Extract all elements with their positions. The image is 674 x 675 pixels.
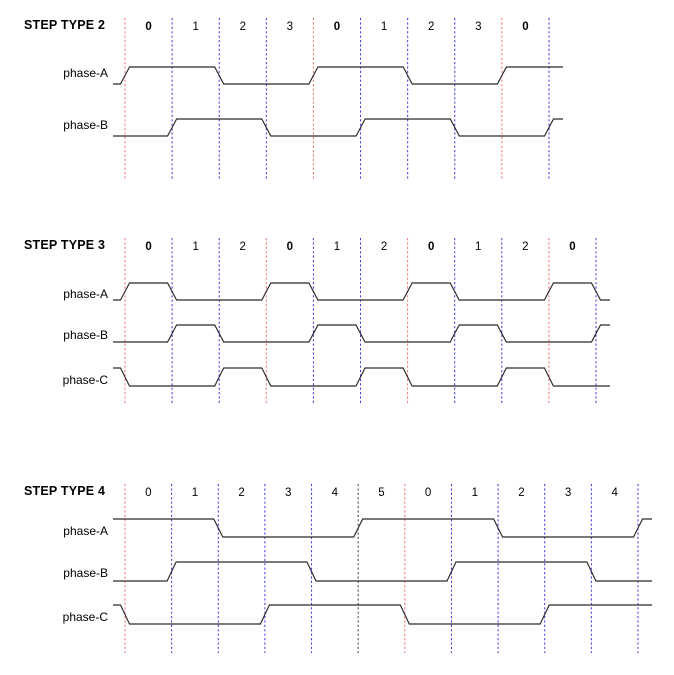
waveform-phase-C bbox=[113, 604, 652, 625]
step-number: 1 bbox=[192, 487, 198, 499]
diagram-title: STEP TYPE 4 bbox=[24, 484, 106, 498]
waveform-phase-A bbox=[113, 518, 652, 538]
phase-label-phase-B: phase-B bbox=[63, 118, 108, 132]
step-number: 2 bbox=[381, 241, 387, 253]
waveform-phase-A bbox=[113, 282, 610, 301]
step-number: 1 bbox=[334, 241, 340, 253]
step-number: 0 bbox=[145, 487, 151, 499]
step-number: 4 bbox=[611, 487, 618, 499]
phase-label-phase-A: phase-A bbox=[63, 524, 108, 538]
step-number: 2 bbox=[240, 21, 246, 33]
waveform-phase-A bbox=[113, 66, 563, 85]
waveform-phase-B bbox=[113, 118, 563, 137]
phase-label-phase-A: phase-A bbox=[63, 66, 108, 80]
phase-label-phase-A: phase-A bbox=[63, 287, 108, 301]
step-number: 3 bbox=[285, 487, 291, 499]
step-number: 3 bbox=[475, 21, 481, 33]
step-number: 2 bbox=[240, 241, 246, 253]
phase-label-phase-C: phase-C bbox=[62, 610, 108, 624]
diagram-title: STEP TYPE 2 bbox=[24, 18, 106, 32]
step-number: 0 bbox=[425, 487, 431, 499]
step-number: 0 bbox=[522, 21, 528, 33]
waveform-phase-B bbox=[113, 324, 610, 343]
step-number: 2 bbox=[428, 21, 434, 33]
waveform-phase-B bbox=[113, 561, 652, 582]
step-number: 0 bbox=[428, 241, 434, 253]
phase-label-phase-B: phase-B bbox=[63, 566, 108, 580]
step-number: 0 bbox=[145, 241, 151, 253]
waveform-phase-C bbox=[113, 367, 610, 387]
step-number: 2 bbox=[522, 241, 528, 253]
step-number: 1 bbox=[475, 241, 481, 253]
step-number: 2 bbox=[238, 487, 244, 499]
step-number: 0 bbox=[287, 241, 293, 253]
step-number: 1 bbox=[472, 487, 478, 499]
step-number: 1 bbox=[192, 241, 198, 253]
step-number: 0 bbox=[145, 21, 151, 33]
step-number: 3 bbox=[565, 487, 571, 499]
step-number: 5 bbox=[378, 487, 384, 499]
phase-label-phase-C: phase-C bbox=[62, 373, 108, 387]
step-number: 3 bbox=[287, 21, 293, 33]
step-number: 0 bbox=[569, 241, 575, 253]
step-number: 2 bbox=[518, 487, 524, 499]
step-number: 0 bbox=[334, 21, 340, 33]
step-number: 4 bbox=[332, 487, 339, 499]
diagram-title: STEP TYPE 3 bbox=[24, 238, 106, 252]
step-number: 1 bbox=[192, 21, 198, 33]
phase-label-phase-B: phase-B bbox=[63, 328, 108, 342]
step-number: 1 bbox=[381, 21, 387, 33]
